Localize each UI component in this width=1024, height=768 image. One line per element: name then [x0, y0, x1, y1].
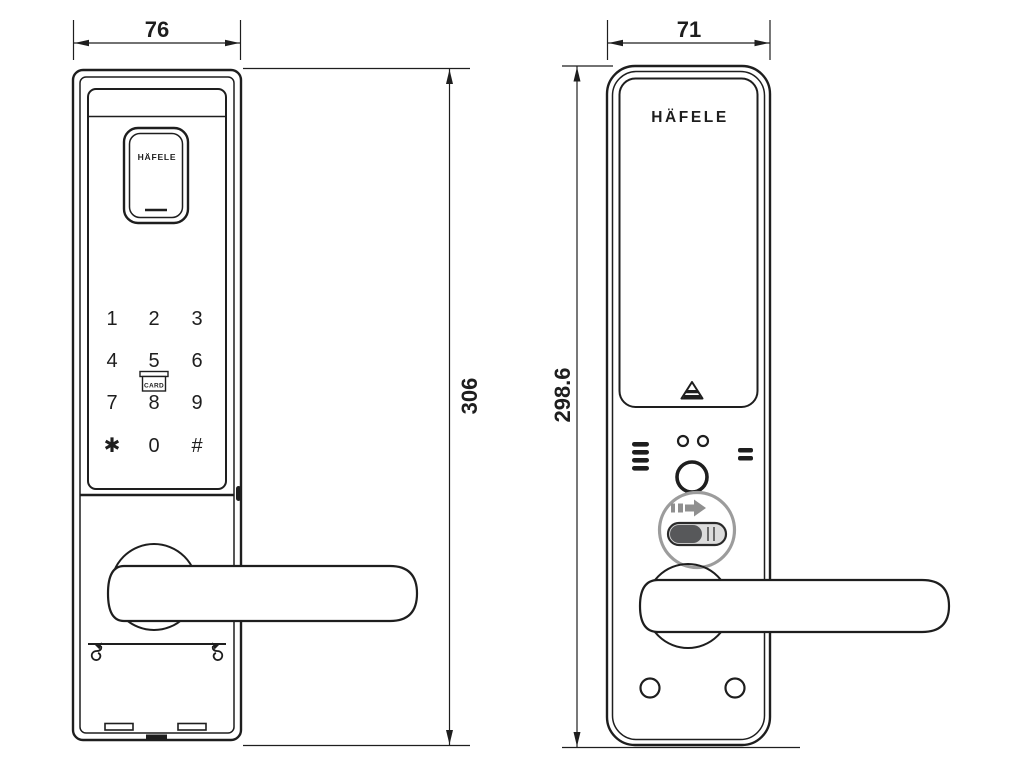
- brand-logo-front: HÄFELE: [138, 152, 177, 162]
- bottom-tab-left: [104, 722, 134, 731]
- status-bars-icon: [738, 448, 753, 461]
- card-slot-box: [141, 375, 167, 392]
- battery-cover: [618, 77, 759, 408]
- dim-back-height: 298.6: [550, 65, 800, 749]
- keypad-key-0: 0: [148, 435, 159, 457]
- arrow-up-icon: [573, 67, 581, 82]
- keypad-key-2: 2: [148, 308, 159, 330]
- keypad-key-7: 7: [106, 392, 117, 414]
- arrow-down-icon: [573, 732, 581, 747]
- bottom-tab-right: [177, 722, 207, 731]
- dim-back-width: 71: [606, 17, 771, 60]
- privacy-thumbturn: [657, 490, 737, 570]
- back-body-inner-outline: [611, 70, 766, 741]
- speaker-grille-icon: [632, 442, 649, 471]
- dim-front-width-value: 76: [145, 17, 169, 42]
- card-slot-icon: CARD: [139, 370, 169, 392]
- back-view: HÄFELE: [605, 64, 951, 747]
- card-slot-label: CARD: [144, 383, 164, 390]
- dimensions: 76 306 71 298.6: [72, 17, 800, 749]
- dim-front-width: 76: [72, 17, 242, 60]
- keypad-key-4: 4: [106, 350, 117, 372]
- back-body-outline: [605, 64, 772, 747]
- handle-lever-back: [638, 578, 951, 634]
- arrow-left-icon: [74, 39, 89, 47]
- card-reader-inner: [128, 132, 184, 219]
- release-triangle-icon: [680, 381, 704, 400]
- keypad-key-1: 1: [106, 308, 117, 330]
- led-indicator-dots: [676, 434, 710, 448]
- screw-hole-right: [724, 677, 746, 699]
- privacy-toggle-icon: [666, 521, 728, 547]
- screw-hole-left: [639, 677, 661, 699]
- mounting-hook-icon-left: [90, 642, 103, 661]
- bottom-latch-dash: [146, 734, 167, 739]
- keypad-key-9: 9: [191, 392, 202, 414]
- keypad-key-6: 6: [191, 350, 202, 372]
- side-keyhole-tick: [236, 486, 241, 501]
- card-reader-outline: [122, 126, 190, 225]
- arrow-up-icon: [446, 69, 453, 84]
- keypad-key-hash: #: [191, 435, 203, 457]
- dim-front-height: 306: [243, 67, 482, 747]
- card-slot-top-bar: [139, 370, 169, 378]
- arrow-down-icon: [446, 730, 453, 745]
- direction-arrow-icon: [671, 499, 706, 517]
- privacy-ring: [657, 490, 737, 570]
- dim-back-width-value: 71: [677, 17, 701, 42]
- card-reader: HÄFELE: [122, 126, 190, 225]
- keypad-key-3: 3: [191, 308, 202, 330]
- dim-back-height-value: 298.6: [550, 367, 575, 422]
- keypad: 1 2 3 4 5 6 7 8 9 ✱ 0 # CARD: [104, 308, 204, 457]
- front-panel: [87, 88, 227, 490]
- keypad-key-star: ✱: [104, 435, 121, 457]
- brand-logo-back: HÄFELE: [651, 109, 729, 126]
- dim-front-height-value: 306: [457, 378, 482, 415]
- mounting-hook-icon-right: [211, 642, 224, 661]
- front-view: HÄFELE 1 2 3 4 5 6 7 8 9 ✱ 0 # CARD: [71, 68, 419, 742]
- keypad-key-8: 8: [148, 392, 159, 414]
- keypad-key-5: 5: [148, 350, 159, 372]
- arrow-right-icon: [754, 39, 769, 47]
- handle-lever-front: [106, 564, 419, 623]
- arrow-left-icon: [608, 39, 623, 47]
- front-body-inner-outline: [79, 76, 235, 734]
- arrow-right-icon: [225, 39, 240, 47]
